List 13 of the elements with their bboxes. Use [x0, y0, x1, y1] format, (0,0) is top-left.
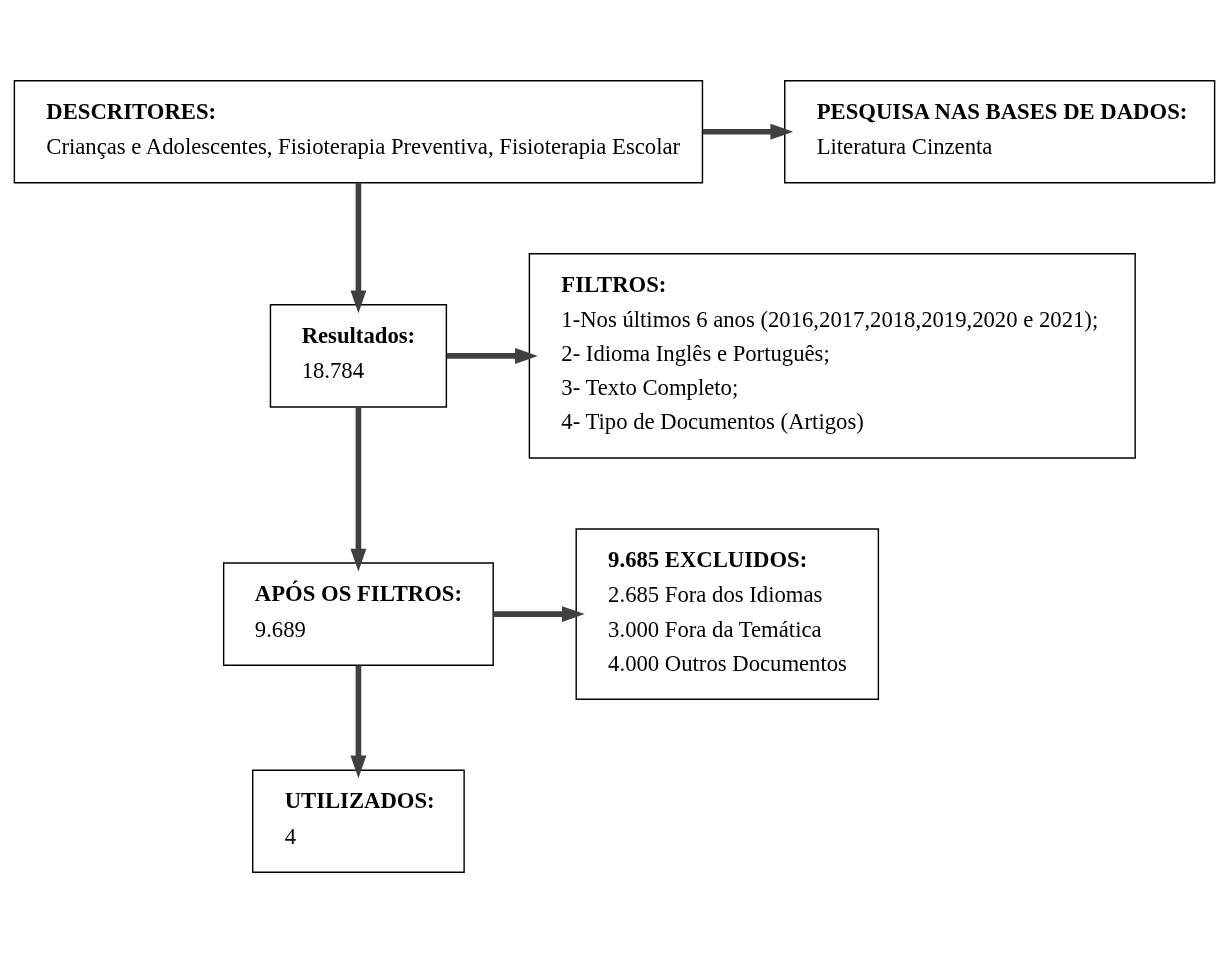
node-box: DESCRITORES: Crianças e Adolescentes, Fisioterapia Preventiva, Fisioterapia Escolar — [13, 79, 704, 184]
arrow — [493, 606, 585, 623]
arrow — [350, 182, 367, 314]
arrow — [350, 407, 367, 572]
node-box: FILTROS: 1-Nos últimos 6 anos (2016,2017,2018,2019,2020 e 2021); 2- Idioma Inglês e Português; 3- Texto Completo; 4- Tipo de Documentos (Artigos) — [528, 253, 1136, 459]
node-box: PESQUISA NAS BASES DE DADOS: Literatura Cinzenta — [784, 79, 1216, 184]
node-box: 9.685 EXCLUIDOS: 2.685 Fora dos Idiomas 3.000 Fora da Temática 4.000 Outros Documentos — [575, 528, 880, 700]
arrow — [446, 347, 538, 364]
node-box: Resultados: 18.784 — [269, 304, 448, 408]
arrow — [350, 665, 367, 779]
node-box: APÓS OS FILTROS: 9.689 — [222, 562, 494, 666]
node-box: UTILIZADOS: 4 — [252, 769, 465, 874]
arrow — [702, 123, 794, 140]
